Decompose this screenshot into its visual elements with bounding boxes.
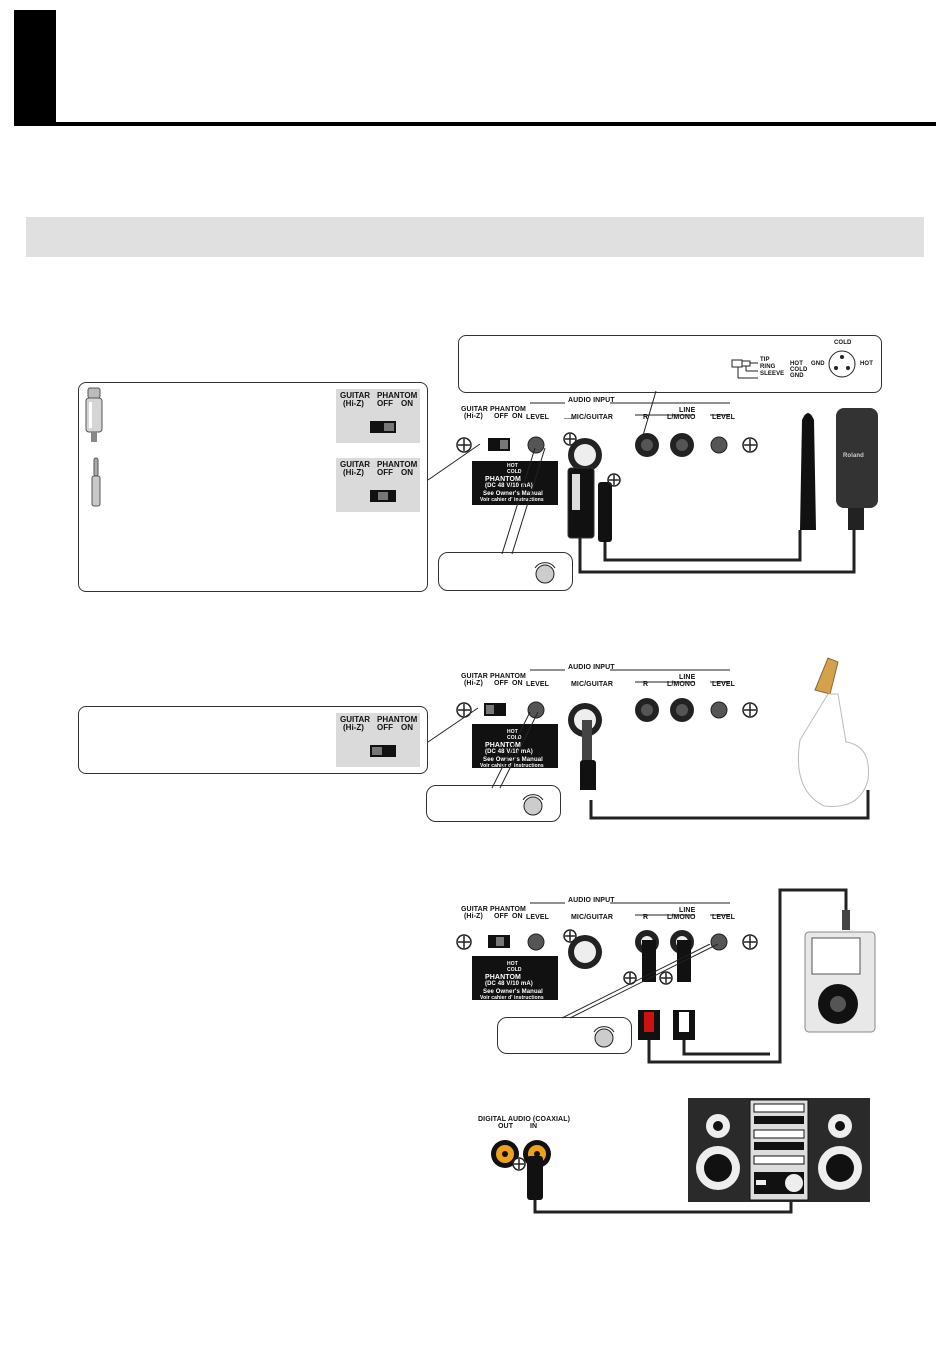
chapter-tab [14, 10, 56, 125]
mic-cable [427, 408, 878, 574]
header-rule [14, 122, 936, 126]
level-knob-icon-2 [522, 794, 544, 816]
switch-card-phantom-off: GUITAR PHANTOM (Hi-Z) OFF ON [336, 458, 420, 512]
level-knob-callout-3 [497, 1017, 632, 1054]
rear-panel-mic [456, 432, 758, 505]
phone-plug-icon [91, 457, 101, 507]
rear-panel-guitar [456, 698, 758, 790]
digital-coaxial-jacks [491, 1140, 793, 1214]
section-heading-band [26, 217, 924, 257]
xlr-pin-diagram [828, 350, 856, 378]
trs-pin-diagram [731, 359, 758, 379]
guitar-cable [427, 657, 870, 820]
level-knob-icon [534, 562, 556, 584]
xlr-plug-icon [85, 387, 103, 442]
pin-assignment-callout [458, 335, 882, 393]
switch-card-phantom-on: GUITAR PHANTOM (Hi-Z) OFF ON [336, 389, 420, 443]
stereo-system [688, 1098, 870, 1202]
level-knob-icon-3 [593, 1026, 615, 1048]
switch-card-guitar: GUITAR PHANTOM (Hi-Z) OFF ON [336, 713, 420, 767]
line-cable-player [623, 888, 876, 1064]
